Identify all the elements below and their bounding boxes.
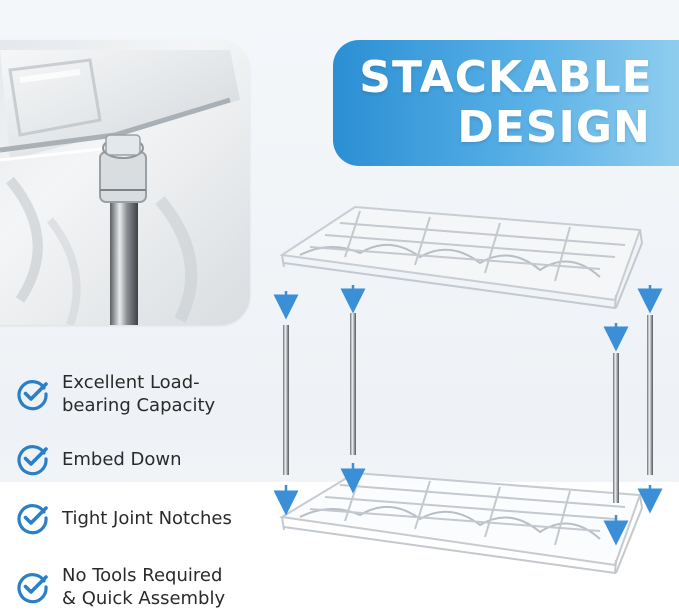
check-circle-icon	[17, 380, 48, 411]
feature-label: Embed Down	[62, 448, 182, 471]
feature-item-embed: Embed Down	[16, 442, 182, 476]
joint-closeup-photo	[0, 40, 250, 325]
banner-title-line2: DESIGN	[457, 102, 651, 153]
assembly-arrows	[273, 285, 663, 546]
feature-item-assembly: No Tools Required & Quick Assembly	[16, 564, 225, 610]
title-banner: STACKABLE DESIGN	[333, 40, 679, 166]
feature-item-notches: Tight Joint Notches	[16, 501, 232, 535]
feature-item-load: Excellent Load- bearing Capacity	[16, 371, 215, 417]
feature-label: Excellent Load- bearing Capacity	[62, 371, 215, 417]
bottom-shelf	[279, 471, 644, 575]
rack-exploded-illustration	[273, 205, 663, 575]
feature-label: Tight Joint Notches	[62, 507, 232, 530]
check-circle-icon	[17, 573, 48, 604]
feature-label-line1: Embed Down	[62, 448, 182, 470]
support-rod	[647, 315, 653, 475]
support-rod	[613, 353, 619, 503]
feature-label-line1: Tight Joint Notches	[62, 507, 232, 529]
feature-label-line1: Excellent Load-	[62, 372, 200, 393]
top-shelf	[279, 205, 644, 310]
feature-label-line1: No Tools Required	[62, 565, 223, 586]
feature-label: No Tools Required & Quick Assembly	[62, 564, 225, 610]
check-circle-icon	[17, 504, 48, 535]
check-circle-icon	[17, 445, 48, 476]
banner-title-line1: STACKABLE	[359, 52, 653, 103]
feature-label-line2: bearing Capacity	[62, 395, 216, 416]
joint-closeup-illustration	[0, 50, 240, 325]
feature-label-line2: & Quick Assembly	[62, 588, 226, 609]
support-rod	[350, 313, 356, 455]
support-rod	[283, 325, 289, 475]
support-rods	[283, 313, 653, 503]
